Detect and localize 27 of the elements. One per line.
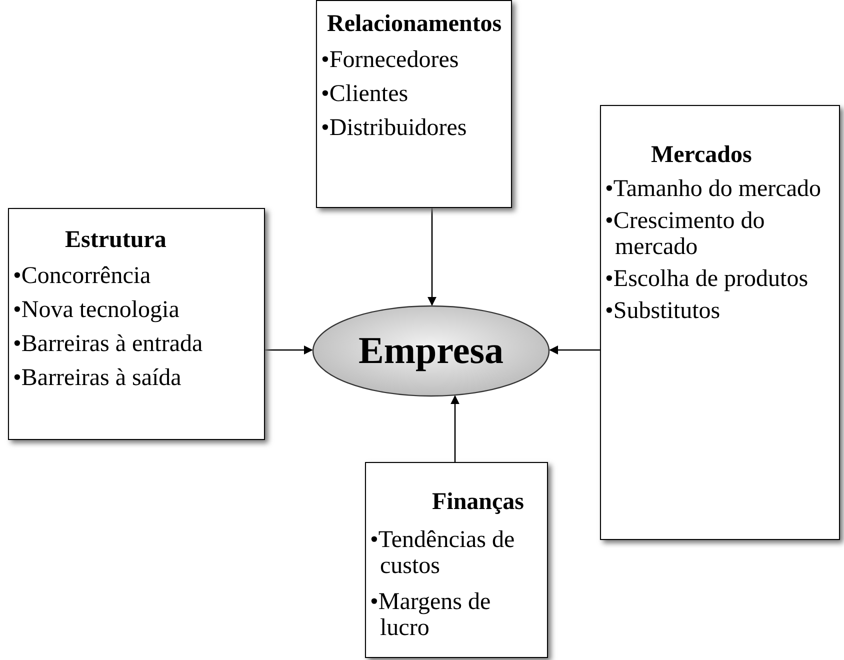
category-box xyxy=(365,462,548,658)
arrow xyxy=(427,208,437,306)
bullet-item: •Crescimento do mercado xyxy=(604,208,766,260)
bullet-item: •Concorrência xyxy=(12,263,152,289)
bullet-item: •Distribuidores xyxy=(320,115,468,141)
arrow xyxy=(450,395,460,462)
category-box xyxy=(600,105,840,540)
category-box xyxy=(316,0,512,208)
box-heading: Mercados xyxy=(650,141,753,170)
box-heading: Finanças xyxy=(431,488,526,517)
arrow xyxy=(549,345,600,355)
box-heading: Estrutura xyxy=(64,226,168,255)
arrow xyxy=(265,345,313,355)
bullet-item: •Substitutos xyxy=(604,298,722,324)
ellipse-title: Empresa xyxy=(358,332,504,370)
bullet-item: •Barreiras à saída xyxy=(12,365,182,391)
box-heading: Relacionamentos xyxy=(326,10,503,39)
bullet-item: •Margens de lucro xyxy=(369,589,492,641)
company-ellipse xyxy=(312,305,550,397)
bullet-item: •Tendências de custos xyxy=(369,527,516,579)
bullet-item: •Clientes xyxy=(320,81,410,107)
category-box xyxy=(8,208,265,440)
bullet-item: •Escolha de produtos xyxy=(604,266,810,292)
bullet-item: •Tamanho do mercado xyxy=(604,176,822,202)
bullet-item: •Barreiras à entrada xyxy=(12,331,204,357)
bullet-item: •Nova tecnologia xyxy=(12,297,180,323)
bullet-item: •Fornecedores xyxy=(320,47,460,73)
